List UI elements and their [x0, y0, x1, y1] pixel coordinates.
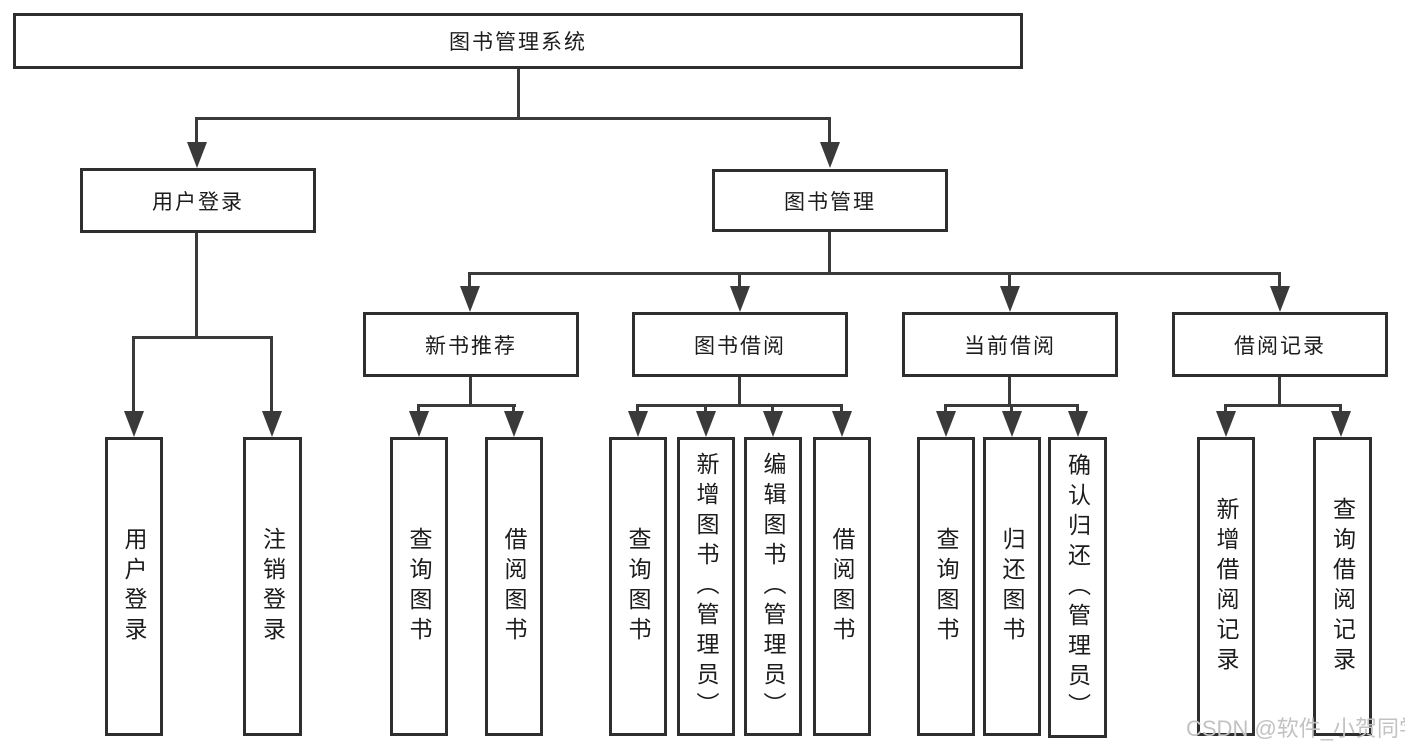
- node-label: 当前借阅: [964, 334, 1056, 358]
- arrow-down-icon: [124, 411, 144, 437]
- connector-line: [195, 119, 198, 145]
- arrow-down-icon: [1270, 286, 1290, 312]
- leaf-return-books: 归还图书: [983, 437, 1041, 736]
- connector-line: [828, 231, 831, 274]
- watermark: CSDN @软件_小贺同学: [1186, 716, 1405, 741]
- leaf-logout: 注销登录: [243, 437, 302, 736]
- leaf-add-books-admin: 新增图书（管理员）: [677, 437, 735, 736]
- node-label: 新书推荐: [425, 334, 517, 358]
- node-label: 确认归还（管理员）: [1064, 452, 1091, 723]
- connector-line: [270, 339, 273, 413]
- node-label: 新增借阅记录: [1213, 496, 1239, 677]
- arrow-down-icon: [628, 411, 648, 437]
- connector-line: [469, 377, 472, 405]
- connector-line: [1278, 377, 1281, 405]
- connector-line: [1008, 275, 1011, 289]
- connector-line: [944, 404, 1079, 407]
- node-label: 借阅图书: [501, 526, 527, 647]
- arrow-down-icon: [187, 142, 207, 168]
- connector-line: [195, 233, 198, 338]
- node-label: 编辑图书（管理员）: [760, 451, 786, 722]
- connector-line: [132, 339, 135, 413]
- leaf-query-books: 查询图书: [917, 437, 975, 736]
- arrow-down-icon: [504, 411, 524, 437]
- node-label: 借阅记录: [1234, 334, 1326, 358]
- node-label: 图书管理: [784, 190, 876, 214]
- arrow-down-icon: [460, 286, 480, 312]
- arrow-down-icon: [696, 411, 716, 437]
- leaf-borrow-books: 借阅图书: [813, 437, 871, 736]
- leaf-query-books: 查询图书: [609, 437, 667, 736]
- connector-line: [1278, 275, 1281, 289]
- node-label: 查询图书: [933, 526, 959, 647]
- connector-line: [828, 119, 831, 145]
- arrow-down-icon: [1331, 411, 1351, 437]
- connector-line: [468, 275, 471, 289]
- node-label: 注销登录: [259, 526, 286, 647]
- node-borrow-records: 借阅记录: [1172, 312, 1388, 377]
- connector-line: [132, 336, 273, 339]
- node-label: 查询图书: [625, 526, 651, 647]
- node-label: 图书管理系统: [449, 31, 587, 54]
- arrow-down-icon: [832, 411, 852, 437]
- connector-line: [1224, 404, 1342, 407]
- node-label: 查询图书: [406, 526, 432, 647]
- connector-line: [468, 272, 1281, 275]
- node-label: 查询借阅记录: [1329, 496, 1356, 677]
- leaf-borrow-books: 借阅图书: [485, 437, 543, 736]
- arrow-down-icon: [820, 142, 840, 168]
- node-new-book-recommend: 新书推荐: [363, 312, 579, 377]
- arrow-down-icon: [409, 411, 429, 437]
- arrow-down-icon: [1068, 411, 1088, 437]
- arrow-down-icon: [1216, 411, 1236, 437]
- leaf-query-borrow-record: 查询借阅记录: [1313, 437, 1372, 736]
- arrow-down-icon: [730, 286, 750, 312]
- connector-line: [195, 117, 831, 120]
- arrow-down-icon: [763, 411, 783, 437]
- leaf-user-login: 用户登录: [105, 437, 163, 736]
- leaf-confirm-return-admin: 确认归还（管理员）: [1048, 437, 1107, 738]
- connector-line: [517, 69, 520, 119]
- node-label: 借阅图书: [829, 526, 855, 647]
- node-book-management: 图书管理: [712, 169, 948, 232]
- node-current-borrow: 当前借阅: [902, 312, 1118, 377]
- connector-line: [738, 275, 741, 289]
- node-label: 归还图书: [999, 526, 1025, 647]
- node-label: 用户登录: [152, 190, 244, 214]
- arrow-down-icon: [1002, 411, 1022, 437]
- node-label: 新增图书（管理员）: [693, 451, 719, 722]
- connector-line: [738, 377, 741, 405]
- node-user-login: 用户登录: [80, 168, 316, 233]
- arrow-down-icon: [1000, 286, 1020, 312]
- arrow-down-icon: [936, 411, 956, 437]
- leaf-query-books: 查询图书: [390, 437, 448, 736]
- node-library-system: 图书管理系统: [13, 13, 1023, 69]
- connector-line: [1008, 377, 1011, 405]
- connector-line: [417, 404, 516, 407]
- node-label: 图书借阅: [694, 334, 786, 358]
- connector-line: [636, 404, 843, 407]
- node-label: 用户登录: [121, 526, 147, 647]
- leaf-add-borrow-record: 新增借阅记录: [1197, 437, 1255, 736]
- node-book-borrow: 图书借阅: [632, 312, 848, 377]
- leaf-edit-books-admin: 编辑图书（管理员）: [744, 437, 802, 736]
- arrow-down-icon: [262, 411, 282, 437]
